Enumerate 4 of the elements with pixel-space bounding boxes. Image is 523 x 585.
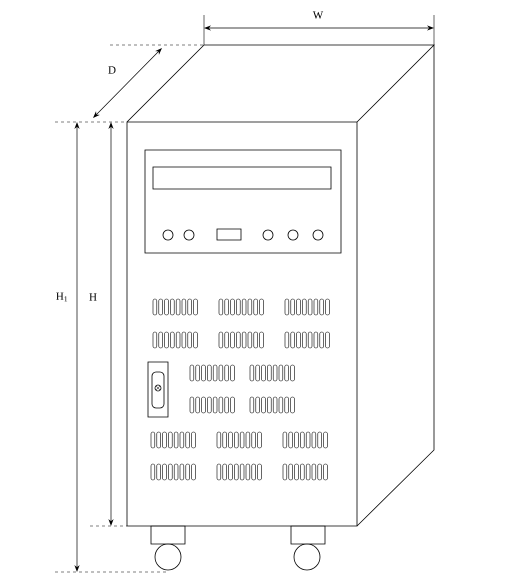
dimension-label: W xyxy=(312,11,324,19)
dimension-label: H xyxy=(89,293,97,301)
dimension-label: H$_{1}$ xyxy=(56,292,68,302)
dimension-label: D xyxy=(108,66,116,74)
